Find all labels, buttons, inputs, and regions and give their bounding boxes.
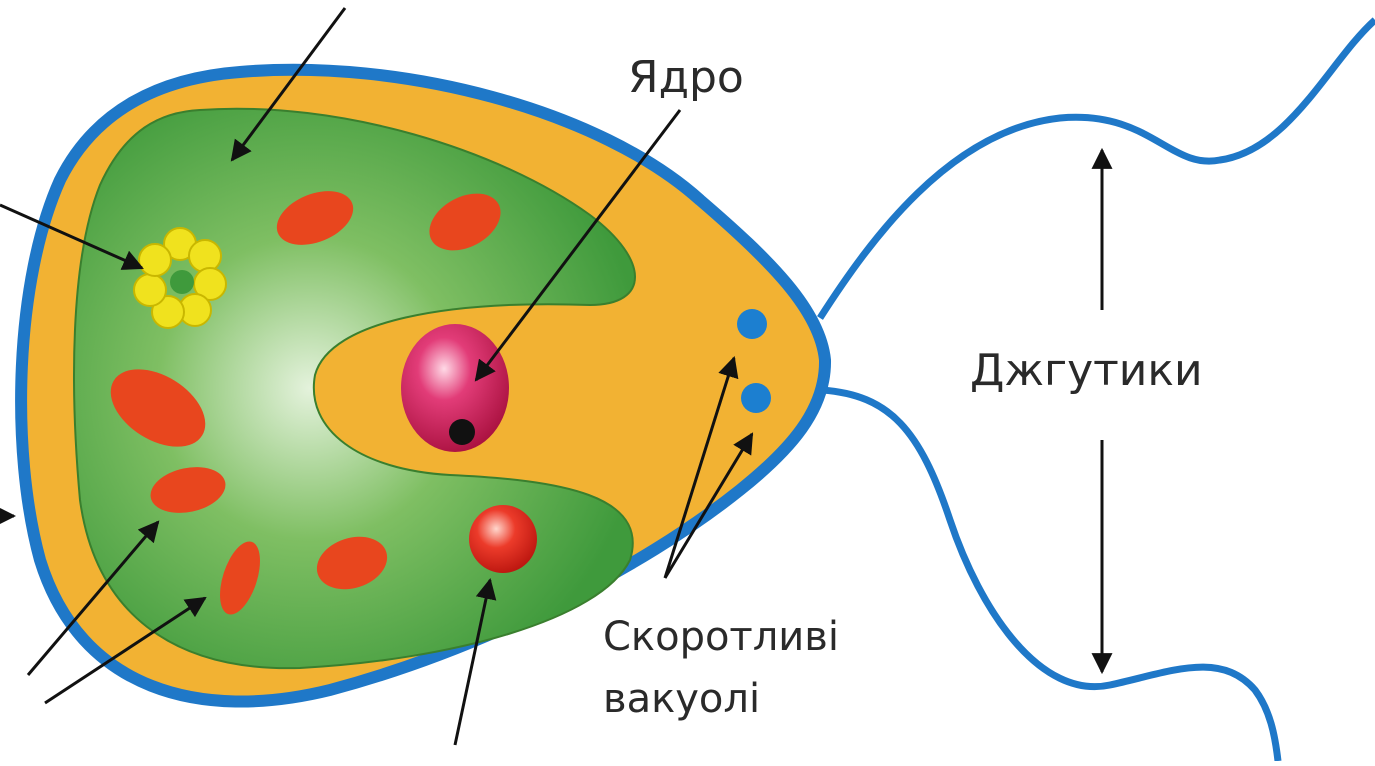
label-nucleus: Ядро xyxy=(628,52,744,103)
flagellum-upper xyxy=(820,20,1375,318)
flagellum-lower xyxy=(822,390,1278,761)
label-contractile-vacuoles-line2: вакуолі xyxy=(603,676,760,722)
granule xyxy=(469,505,537,573)
contractile-vacuole-1 xyxy=(737,309,767,339)
nucleolus xyxy=(449,419,475,445)
label-contractile-vacuoles-line1: Скоротливі xyxy=(603,614,839,660)
contractile-vacuole-2 xyxy=(741,383,771,413)
label-flagella: Джгутики xyxy=(970,345,1203,396)
